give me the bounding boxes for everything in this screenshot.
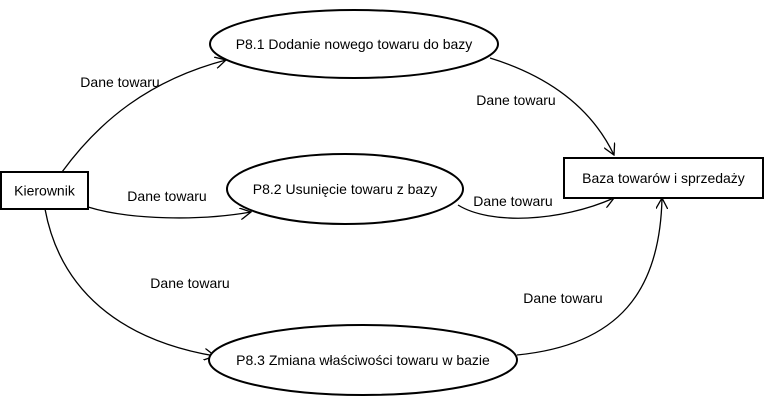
- flow-p81-to-baza: [489, 57, 614, 155]
- store-baza-box: [563, 157, 764, 199]
- process-p81-ellipse: [209, 9, 499, 79]
- entity-kierownik-box: [0, 171, 89, 210]
- flow-label-p83-baza: Dane towaru: [523, 290, 602, 306]
- flow-label-kierownik-p82: Dane towaru: [127, 188, 206, 204]
- flow-kierownik-to-p83: [44, 208, 215, 356]
- flow-p83-to-baza: [516, 198, 662, 356]
- process-p82-ellipse: [226, 153, 464, 225]
- store-baza-label: Baza towarów i sprzedaży: [582, 170, 745, 186]
- process-p83-label: P8.3 Zmiana właściwości towaru w bazie: [236, 352, 490, 368]
- entity-kierownik-label: Kierownik: [14, 183, 76, 199]
- flow-p82-to-baza: [457, 198, 614, 219]
- flow-label-kierownik-p81: Dane towaru: [80, 74, 159, 90]
- flow-label-p82-baza: Dane towaru: [473, 193, 552, 209]
- flow-kierownik-to-p81: [61, 60, 226, 173]
- process-p82-label: P8.2 Usunięcie towaru z bazy: [253, 181, 437, 197]
- flow-label-p81-baza: Dane towaru: [476, 92, 555, 108]
- flow-kierownik-to-p82: [87, 206, 251, 218]
- process-p83-ellipse: [208, 324, 518, 396]
- flow-label-kierownik-p83: Dane towaru: [150, 275, 229, 291]
- process-p81-label: P8.1 Dodanie nowego towaru do bazy: [236, 36, 473, 52]
